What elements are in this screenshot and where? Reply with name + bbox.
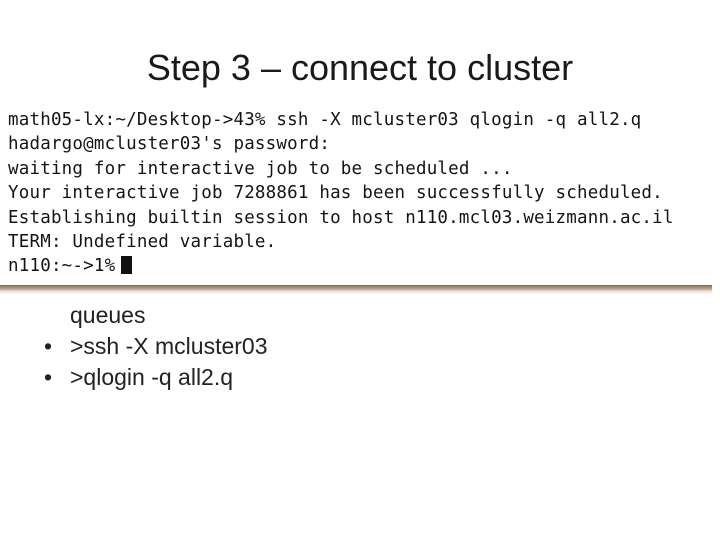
terminal-line: waiting for interactive job to be schedu… [8,158,513,179]
bullet-item: • >ssh -X mcluster03 [44,331,704,362]
bullet-list: queues • >ssh -X mcluster03 • >qlogin -q… [44,300,704,393]
bullet-item: • >qlogin -q all2.q [44,362,704,393]
terminal-line: Establishing builtin session to host n11… [8,207,674,228]
bullet-marker: • [44,364,53,390]
terminal-cursor [121,256,133,275]
slide-title: Step 3 – connect to cluster [146,47,574,88]
bullet-text: >qlogin -q all2.q [70,364,234,390]
terminal-prompt-line: n110:~->1% [0,254,712,278]
terminal-line: hadargo@mcluster03's password: [8,134,331,155]
bullet-continuation: queues [44,300,704,331]
terminal-line: TERM: Undefined variable. [8,232,277,253]
terminal-bottom-border [0,285,712,290]
bullet-text: >ssh -X mcluster03 [70,333,268,359]
bullet-marker: • [44,333,53,359]
terminal-line: Your interactive job 7288861 has been su… [8,183,663,204]
terminal-prompt: n110:~->1% [8,256,116,277]
terminal-shadow [0,290,712,294]
terminal-line: math05-lx:~/Desktop->43% ssh -X mcluster… [8,110,642,130]
terminal-screenshot: math05-lx:~/Desktop->43% ssh -X mcluster… [0,108,712,288]
bullet-text: queues [70,302,146,328]
